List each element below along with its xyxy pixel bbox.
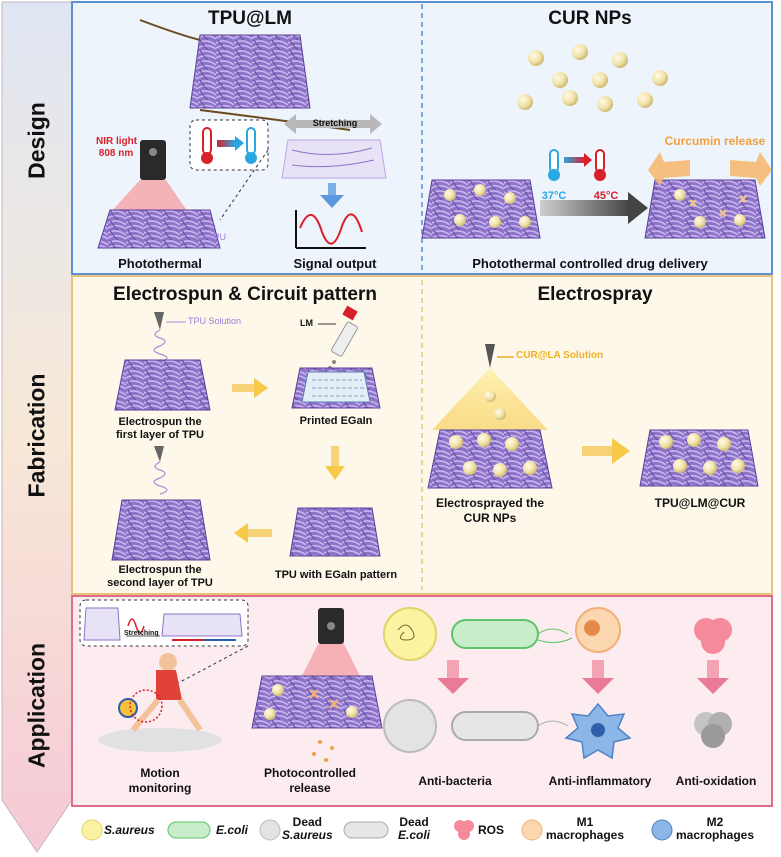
legend-m2-line1: M2 [706, 815, 724, 829]
section-label-application: Application [23, 642, 50, 769]
step4-line2: second layer of TPU [107, 577, 213, 589]
legend-dead-e-coli-line2: E.coli [398, 828, 431, 842]
design-stretching-label: Stretching [312, 118, 358, 128]
legend-dead-e-coli-line1: Dead [399, 815, 429, 829]
legend-dead-s-aureus: Dead S.aureus [282, 816, 333, 842]
legend-m1: M1 macrophages [546, 816, 624, 842]
legend-dead-e-coli: Dead E.coli [398, 816, 430, 842]
legend-m1-line1: M1 [576, 815, 594, 829]
nir-wavelength-text: 808 nm [98, 148, 134, 159]
step1-label: Electrospun the first layer of TPU [100, 416, 220, 442]
nir-light-label: NIR light 808 nm [96, 136, 138, 160]
product-label: TPU@LM@CUR [654, 496, 746, 510]
motion-line2: monitoring [128, 781, 192, 795]
legend-m1-line2: macrophages [546, 828, 625, 842]
electrosprayed-line1: Electrosprayed the [435, 496, 545, 510]
photo-line1: Photocontrolled [264, 766, 356, 780]
legend-m2: M2 macrophages [676, 816, 754, 842]
temp-high-label: 45°C [593, 190, 619, 202]
photocontrolled-release-label: Photocontrolled release [250, 766, 370, 796]
section-label-design: Design [23, 102, 50, 179]
legend-e-coli: E.coli [216, 823, 249, 837]
motion-line1: Motion [140, 766, 180, 780]
design-right-title: CUR NPs [548, 8, 632, 29]
electrosprayed-label: Electrosprayed the CUR NPs [425, 496, 555, 526]
nir-light-text: NIR light [96, 136, 138, 147]
curcumin-release-label: Curcumin release [664, 134, 766, 148]
section-label-fabrication: Fabrication [23, 373, 50, 498]
photo-line2: release [289, 781, 331, 795]
anti-inflammatory-label: Anti-inflammatory [548, 774, 652, 788]
application-stretching-label: Stretching [124, 630, 159, 637]
motion-monitoring-label: Motion monitoring [120, 766, 200, 796]
tpu-solution-label: TPU Solution [188, 316, 242, 326]
legend-ros: ROS [478, 823, 505, 837]
anti-oxidation-label: Anti-oxidation [675, 774, 757, 788]
step4-label: Electrospun the second layer of TPU [100, 564, 220, 590]
step1-line1: Electrospun the [118, 416, 202, 428]
signal-output-label: Signal output [293, 256, 377, 271]
anti-bacteria-label: Anti-bacteria [418, 774, 492, 788]
legend-dead-s-aureus-line1: Dead [292, 815, 323, 829]
fabrication-left-title: Electrospun & Circuit pattern [113, 284, 377, 305]
design-left-title: TPU@LM [208, 8, 292, 29]
step1-line2: first layer of TPU [115, 429, 205, 441]
lm-label: LM [300, 318, 313, 328]
tpu-label: TPU [208, 232, 226, 242]
cur-solution-label: CUR@LA Solution [516, 350, 604, 361]
drug-delivery-label: Photothermal controlled drug delivery [472, 256, 708, 271]
step3-label: TPU with EGaIn pattern [274, 569, 398, 581]
fabrication-right-title: Electrospray [537, 284, 653, 305]
legend-s-aureus: S.aureus [104, 823, 155, 837]
step2-label: Printed EGaIn [299, 415, 373, 427]
legend-dead-s-aureus-line2: S.aureus [282, 828, 333, 842]
temp-low-label: 37°C [541, 190, 567, 202]
photothermal-label: Photothermal [118, 256, 202, 271]
electrosprayed-line2: CUR NPs [463, 511, 517, 525]
legend-m2-line2: macrophages [676, 828, 755, 842]
step4-line1: Electrospun the [118, 564, 202, 576]
